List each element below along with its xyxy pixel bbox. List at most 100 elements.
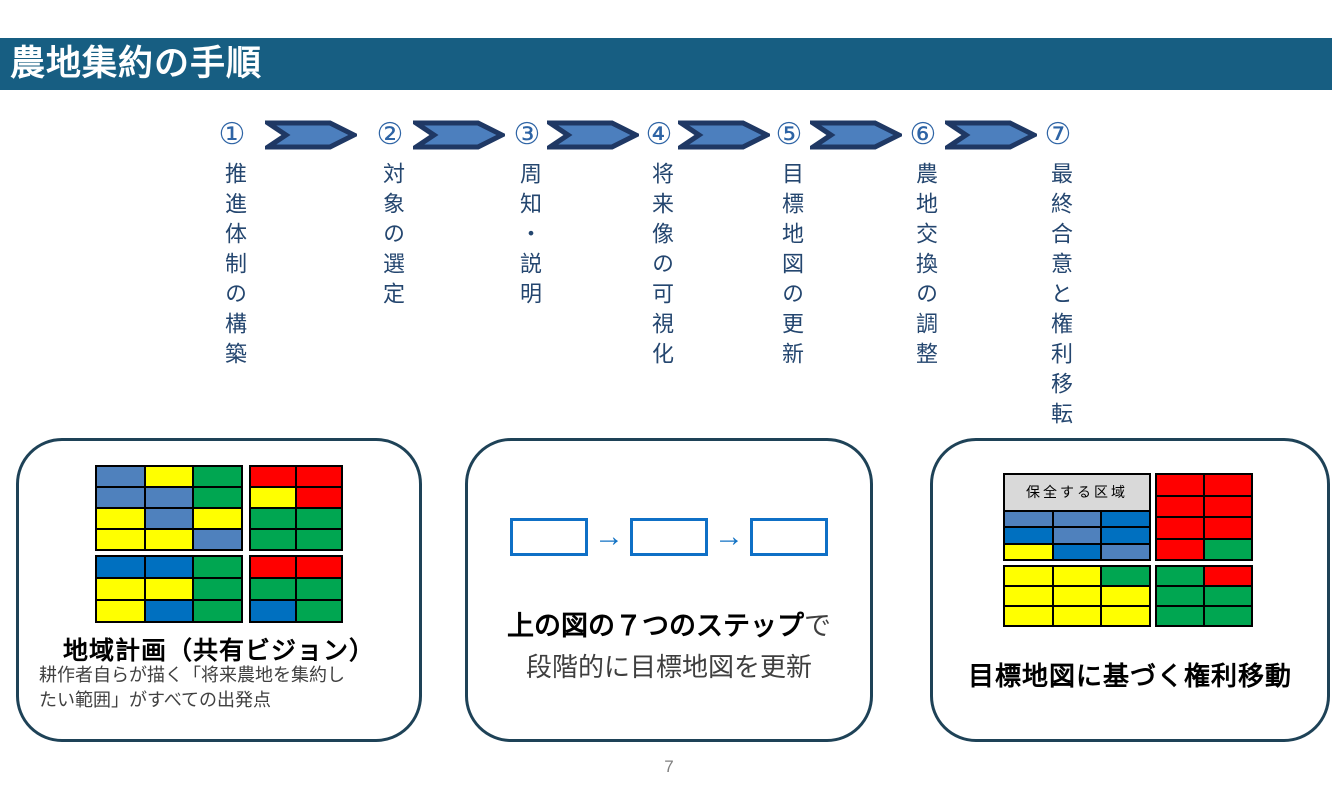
step-number-5: ⑤ <box>775 118 803 151</box>
field-cell <box>1053 528 1101 543</box>
card-step-process: → → 上の図の７つのステップで 段階的に目標地図を更新 <box>465 438 873 742</box>
field-cell <box>1205 567 1251 585</box>
chevron-arrow-icon <box>259 120 360 155</box>
field-block-top_right <box>1155 473 1253 561</box>
field-cell <box>1005 511 1052 526</box>
field-cell <box>1205 587 1251 605</box>
preserved-area-label: 保全する区域 <box>1005 475 1149 510</box>
field-cell <box>251 509 295 528</box>
chevron-arrow-icon <box>407 120 508 155</box>
field-cell <box>1102 528 1149 543</box>
field-cell <box>97 579 144 599</box>
field-cell <box>1205 518 1251 538</box>
field-cell <box>1005 567 1052 585</box>
field-cell <box>251 530 295 549</box>
chevron-arrow-icon <box>939 120 1040 155</box>
field-cell <box>1157 567 1203 585</box>
field-cell <box>1005 544 1052 559</box>
page-number: 7 <box>664 757 674 776</box>
step-label-3: 周知・説明 <box>517 162 542 312</box>
step-label-6: 農地交換の調整 <box>913 162 938 372</box>
field-cell <box>97 601 144 621</box>
field-cell <box>97 530 144 549</box>
flow-box-3 <box>750 518 828 556</box>
step-label-5: 目標地図の更新 <box>779 162 804 372</box>
field-block-bottom_left <box>1003 565 1151 627</box>
field-cell <box>1157 475 1203 495</box>
field-cell <box>145 467 193 486</box>
description-line-1: 耕作者自らが描く「将来農地を集約し <box>39 665 345 685</box>
field-cell <box>145 579 193 599</box>
field-block-bottom_left <box>95 555 243 623</box>
field-cell <box>1053 511 1101 526</box>
field-cell <box>297 557 341 577</box>
field-cell <box>97 488 144 507</box>
field-cell <box>1205 607 1251 625</box>
field-cell <box>1005 528 1052 543</box>
field-cell <box>1102 544 1149 559</box>
field-cell <box>251 488 295 507</box>
step-number-7: ⑦ <box>1044 118 1072 151</box>
field-cell <box>1157 539 1203 559</box>
field-cell <box>145 557 193 577</box>
field-cell <box>145 530 193 549</box>
field-cell <box>297 601 341 621</box>
right-arrow-icon: → <box>594 520 624 553</box>
flow-box-2 <box>630 518 708 556</box>
field-block-top_right <box>249 465 343 551</box>
step-label-1: 推進体制の構築 <box>222 162 247 372</box>
field-cell <box>145 509 193 528</box>
step-label-2: 対象の選定 <box>380 162 405 312</box>
page-title: 農地集約の手順 <box>10 44 263 83</box>
step-label-4: 将来像の可視化 <box>649 162 674 372</box>
step-number-2: ② <box>376 118 404 151</box>
field-cell <box>1157 518 1203 538</box>
field-cell <box>1102 587 1149 605</box>
field-cell <box>1205 496 1251 516</box>
field-block-top_left: 保全する区域 <box>1003 473 1151 561</box>
field-cell <box>145 601 193 621</box>
step-label-7: 最終合意と権利移転 <box>1048 162 1073 432</box>
field-cell <box>1157 496 1203 516</box>
chevron-arrow-icon <box>541 120 642 155</box>
field-cell <box>1053 587 1101 605</box>
field-block-top_left <box>95 465 243 551</box>
middle-title-bold: 上の図の７つのステップ <box>507 611 804 641</box>
card-right-title: 目標地図に基づく権利移動 <box>967 661 1292 691</box>
field-cell <box>1005 607 1052 625</box>
card-left-description: 耕作者自らが描く「将来農地を集約し たい範囲」がすべての出発点 <box>39 663 409 713</box>
field-map-target: 保全する区域 <box>1003 473 1253 627</box>
field-cell <box>297 579 341 599</box>
step-number-6: ⑥ <box>909 118 937 151</box>
card-left-title: 地域計画（共有ビジョン） <box>62 637 375 665</box>
right-arrow-icon: → <box>714 520 744 553</box>
field-cell <box>1205 475 1251 495</box>
card-target-map: 保全する区域 目標地図に基づく権利移動 <box>930 438 1330 742</box>
field-cell <box>1005 587 1052 605</box>
middle-title-line: 上の図の７つのステップで <box>468 604 870 643</box>
field-cell <box>97 557 144 577</box>
flow-box-1 <box>510 518 588 556</box>
field-cell <box>1053 607 1101 625</box>
field-map-current <box>95 465 343 625</box>
field-cell <box>194 488 241 507</box>
field-cell <box>194 601 241 621</box>
field-cell <box>297 467 341 486</box>
field-cell <box>194 579 241 599</box>
middle-subtitle: 段階的に目標地図を更新 <box>525 652 812 682</box>
field-cell <box>1102 607 1149 625</box>
field-cell <box>97 467 144 486</box>
field-cell <box>1205 539 1251 559</box>
chevron-arrow-icon <box>672 120 773 155</box>
field-cell <box>194 509 241 528</box>
step-number-1: ① <box>218 118 246 151</box>
field-cell <box>1157 587 1203 605</box>
field-cell <box>1102 567 1149 585</box>
field-cell <box>194 467 241 486</box>
field-cell <box>1102 511 1149 526</box>
field-cell <box>97 509 144 528</box>
card-middle-text: 上の図の７つのステップで 段階的に目標地図を更新 <box>468 604 870 684</box>
card-regional-plan: 地域計画（共有ビジョン） 耕作者自らが描く「将来農地を集約し たい範囲」がすべて… <box>16 438 422 742</box>
middle-title-suffix: で <box>804 611 831 641</box>
field-cell <box>297 509 341 528</box>
